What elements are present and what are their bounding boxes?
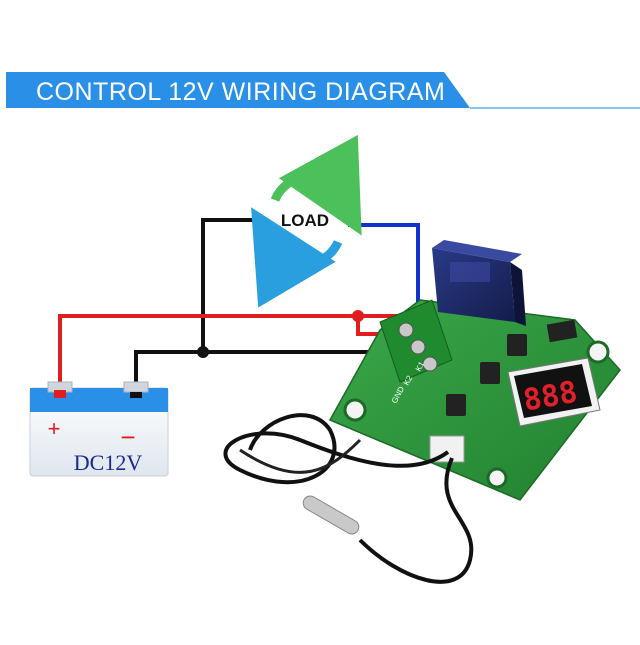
sensor-probe <box>302 495 360 535</box>
thermostat-board: GND K2 K1 888 <box>328 240 621 501</box>
terminal-block <box>379 299 453 383</box>
battery: + − DC12V <box>29 381 169 477</box>
pin-label-k1: K1 <box>414 360 427 373</box>
temperature-sensor-cable <box>223 413 474 584</box>
banner-title: CONTROL 12V WIRING DIAGRAM <box>36 78 446 106</box>
board-button <box>446 394 466 416</box>
terminal-screw <box>410 339 426 355</box>
load-arrow-blue-icon <box>251 207 343 308</box>
wire-blue-load-return <box>348 223 420 305</box>
relay-component <box>432 240 526 326</box>
pin-label-k2: K2 <box>402 374 415 387</box>
terminal-screw <box>398 322 414 338</box>
load-label: LOAD <box>281 211 329 230</box>
red-junction-dot <box>352 310 364 322</box>
board-ic-chip <box>546 319 578 343</box>
mount-hole <box>486 467 508 489</box>
battery-plus-label: + <box>48 416 61 441</box>
battery-voltage-label: DC12V <box>74 450 143 475</box>
wire-black-load <box>201 218 262 352</box>
load-symbol: LOAD <box>251 134 362 308</box>
mount-hole <box>343 398 367 422</box>
title-banner <box>6 72 640 109</box>
board-button <box>507 334 527 356</box>
battery-minus-label: − <box>120 422 135 452</box>
board-button <box>480 362 500 384</box>
load-arrow-green-icon <box>270 134 362 236</box>
black-junction-dot <box>197 346 209 358</box>
seven-segment-display: 888 <box>507 357 601 427</box>
board-buttons <box>446 334 527 416</box>
mount-hole <box>586 340 610 364</box>
terminal-screw <box>422 356 438 372</box>
